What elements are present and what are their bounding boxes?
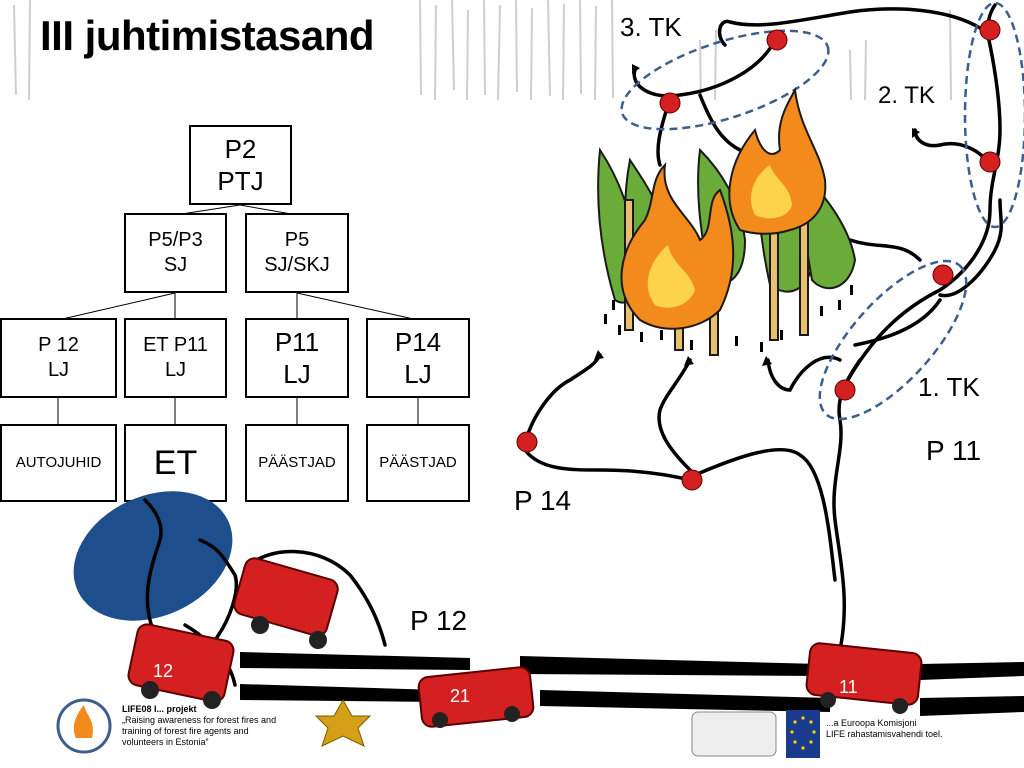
fire-truck-12 (127, 623, 235, 709)
truck-number-12: 12 (153, 661, 174, 681)
org-box-line1: P5 (284, 229, 310, 251)
org-box-line1: P 12 (38, 334, 79, 356)
rescue-badge-icon (314, 698, 372, 747)
footer-line: LIFE rahastamisvahendi toel. (826, 729, 943, 739)
org-box-line2: SJ/SKJ (264, 254, 330, 276)
org-box-et-p11-lj: ET P11 LJ (124, 318, 227, 398)
footer-line: ...a Euroopa Komisjoni (826, 718, 917, 728)
label-3-tk: 3. TK (620, 12, 682, 42)
label-p12: P 12 (410, 605, 468, 636)
org-box-line2: PTJ (217, 166, 264, 196)
org-box-p11-lj: P11 LJ (245, 318, 349, 398)
org-box-line1: ET P11 (143, 334, 208, 356)
org-box-line1: P5/P3 (148, 229, 203, 251)
org-box-p5p3-sj: P5/P3 SJ (124, 213, 227, 293)
org-box-line2: LJ (404, 359, 432, 389)
label-2-tk: 2. TK (878, 82, 935, 109)
org-box-line2: LJ (164, 359, 187, 381)
org-box-p5-sj-skj: P5 SJ/SKJ (245, 213, 349, 293)
org-box-autojuhid: AUTOJUHID (0, 424, 117, 502)
org-box-p14-lj: P14 LJ (366, 318, 470, 398)
org-box-line2: LJ (283, 359, 311, 389)
org-box-text: PÄÄSTJAD (258, 453, 336, 471)
fire-truck-11 (805, 642, 923, 714)
footer-line: LIFE08 I... projekt (122, 704, 197, 714)
truck-number-11: 11 (839, 677, 858, 697)
forest-fire (597, 86, 857, 356)
footer-project-text: LIFE08 I... projekt „Raising awareness f… (122, 704, 307, 748)
et-area-ellipse (73, 491, 233, 621)
fire-truck-upper (233, 557, 339, 649)
org-box-line1: P11 (274, 326, 320, 357)
label-p14: P 14 (514, 485, 572, 516)
org-box-paastjad-2: PÄÄSTJAD (366, 424, 470, 502)
suv-vehicle-icon (691, 711, 777, 757)
label-p11: P 11 (926, 435, 982, 466)
org-box-text: AUTOJUHID (15, 453, 102, 471)
hatch-background (13, 0, 952, 100)
org-box-paastjad-1: PÄÄSTJAD (245, 424, 349, 502)
fire-truck-21 (417, 666, 535, 728)
footer-line: training of forest fire agents and (122, 726, 249, 736)
org-box-text: ET (153, 443, 198, 482)
footer-line: volunteers in Estonia” (122, 737, 209, 747)
truck-number-21: 21 (450, 686, 471, 706)
org-box-line2: LJ (47, 359, 70, 381)
org-box-p12-lj: P 12 LJ (0, 318, 117, 398)
org-box-line1: P2 (224, 133, 257, 164)
label-1-tk: 1. TK (918, 372, 980, 402)
slide-title: III juhtimistasand (40, 12, 375, 59)
org-box-line2: SJ (163, 254, 188, 276)
org-box-line1: P14 (394, 326, 442, 357)
org-box-text: PÄÄSTJAD (379, 453, 457, 471)
org-box-p2-ptj: P2 PTJ (189, 125, 292, 205)
footer-line: „Raising awareness for forest fires and (122, 715, 277, 725)
footer-funding-text: ...a Euroopa Komisjoni LIFE rahastamisva… (826, 718, 1016, 740)
